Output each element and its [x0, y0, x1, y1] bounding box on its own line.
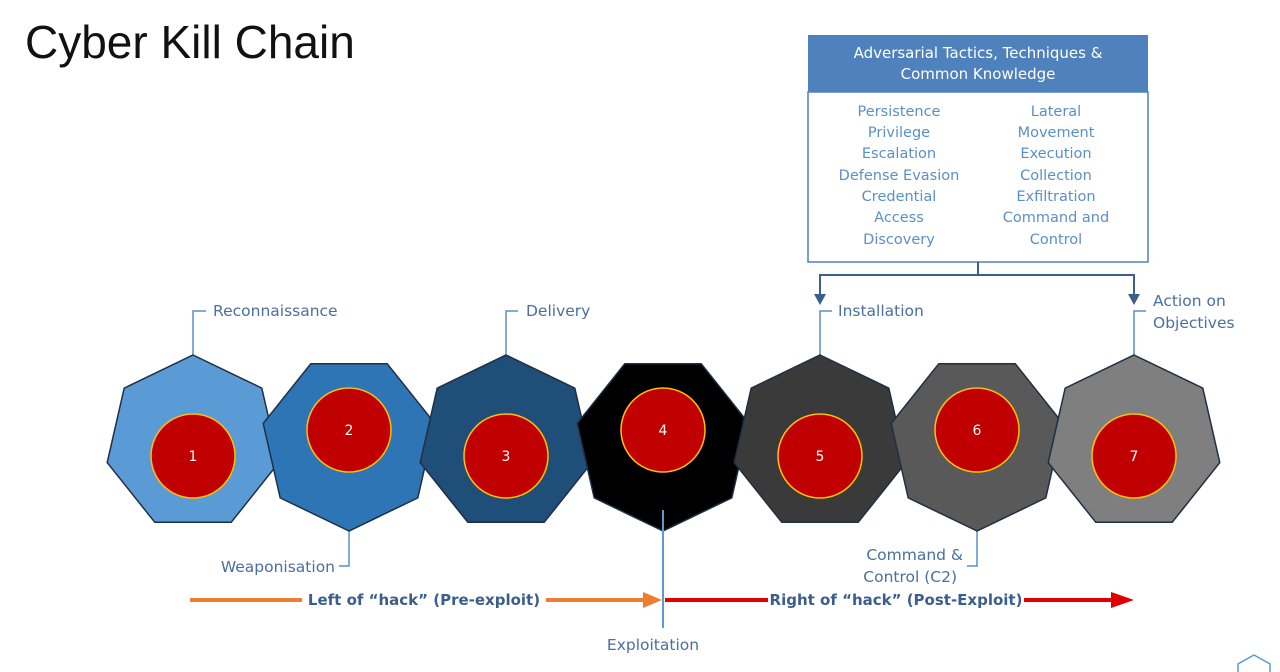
technique-item: Discovery	[863, 232, 935, 248]
technique-item: Defense Evasion	[839, 168, 960, 184]
technique-item: Access	[874, 210, 924, 226]
leader-reconnaissance	[192, 310, 206, 372]
stage-circle	[777, 413, 863, 499]
arrowhead-objectives-icon	[1128, 294, 1140, 305]
label-command-control: Control (C2)	[863, 568, 957, 586]
label-exploitation: Exploitation	[607, 636, 699, 654]
technique-item: Control	[1030, 232, 1082, 248]
label-reconnaissance: Reconnaissance	[213, 302, 338, 320]
stage-circle	[1091, 413, 1177, 499]
stage-number: 7	[1130, 449, 1139, 465]
technique-item: Persistence	[858, 104, 941, 120]
stage-circle	[620, 387, 706, 473]
connector-line-objectives	[978, 274, 1135, 296]
attack-box-body	[807, 91, 1149, 263]
stage-number: 4	[659, 423, 668, 439]
label-action-objectives: Objectives	[1153, 314, 1235, 332]
technique-item: Credential	[862, 189, 937, 205]
stage-1: 1	[106, 354, 280, 524]
technique-item: Escalation	[862, 146, 936, 162]
stage-number: 1	[189, 449, 198, 465]
technique-item: Lateral	[1031, 104, 1081, 120]
attack-box: Adversarial Tactics, Techniques & Common…	[807, 35, 1149, 263]
label-installation: Installation	[838, 302, 924, 320]
attack-box-title-line: Common Knowledge	[901, 65, 1056, 83]
label-delivery: Delivery	[526, 302, 590, 320]
technique-item: Command and	[1003, 210, 1109, 226]
technique-item: Collection	[1020, 168, 1092, 184]
stage-number: 6	[973, 423, 982, 439]
box-connector	[819, 262, 1135, 296]
technique-item: Execution	[1020, 146, 1091, 162]
leader-delivery	[505, 310, 518, 372]
right-arrowhead-icon	[1111, 592, 1134, 608]
technique-item: Exfiltration	[1016, 189, 1095, 205]
attack-box-title-line: Adversarial Tactics, Techniques &	[854, 44, 1103, 62]
stage-number: 2	[345, 423, 354, 439]
stage-2: 2	[262, 362, 436, 532]
corner-logo-icon	[1237, 654, 1271, 672]
stage-number: 3	[502, 449, 511, 465]
stage-5: 5	[733, 354, 907, 524]
label-weaponisation: Weaponisation	[221, 558, 335, 576]
stage-number: 5	[816, 449, 825, 465]
technique-item: Privilege	[868, 125, 930, 141]
stage-circle	[934, 387, 1020, 473]
stage-circle	[306, 387, 392, 473]
right-of-hack-label: Right of “hack” (Post-Exploit)	[770, 591, 1023, 609]
stage-circle	[463, 413, 549, 499]
leader-objectives	[1133, 310, 1146, 372]
stage-3: 3	[419, 354, 593, 524]
stage-7: 7	[1047, 354, 1221, 524]
stage-circle	[150, 413, 236, 499]
stages: 1 2 3 4 5 6 7	[106, 354, 1221, 532]
left-arrowhead-icon	[643, 592, 662, 608]
leader-installation	[819, 310, 832, 372]
stage-4: 4	[576, 362, 750, 532]
arrowhead-installation-icon	[814, 294, 826, 305]
left-of-hack-label: Left of “hack” (Pre-exploit)	[308, 591, 540, 609]
technique-item: Movement	[1018, 125, 1095, 141]
attack-box-header	[808, 35, 1148, 92]
label-command-control: Command &	[866, 546, 963, 564]
page-title: Cyber Kill Chain	[25, 16, 355, 68]
connector-line-installation	[819, 262, 979, 296]
stage-6: 6	[890, 362, 1064, 532]
label-action-objectives: Action on	[1153, 292, 1226, 310]
